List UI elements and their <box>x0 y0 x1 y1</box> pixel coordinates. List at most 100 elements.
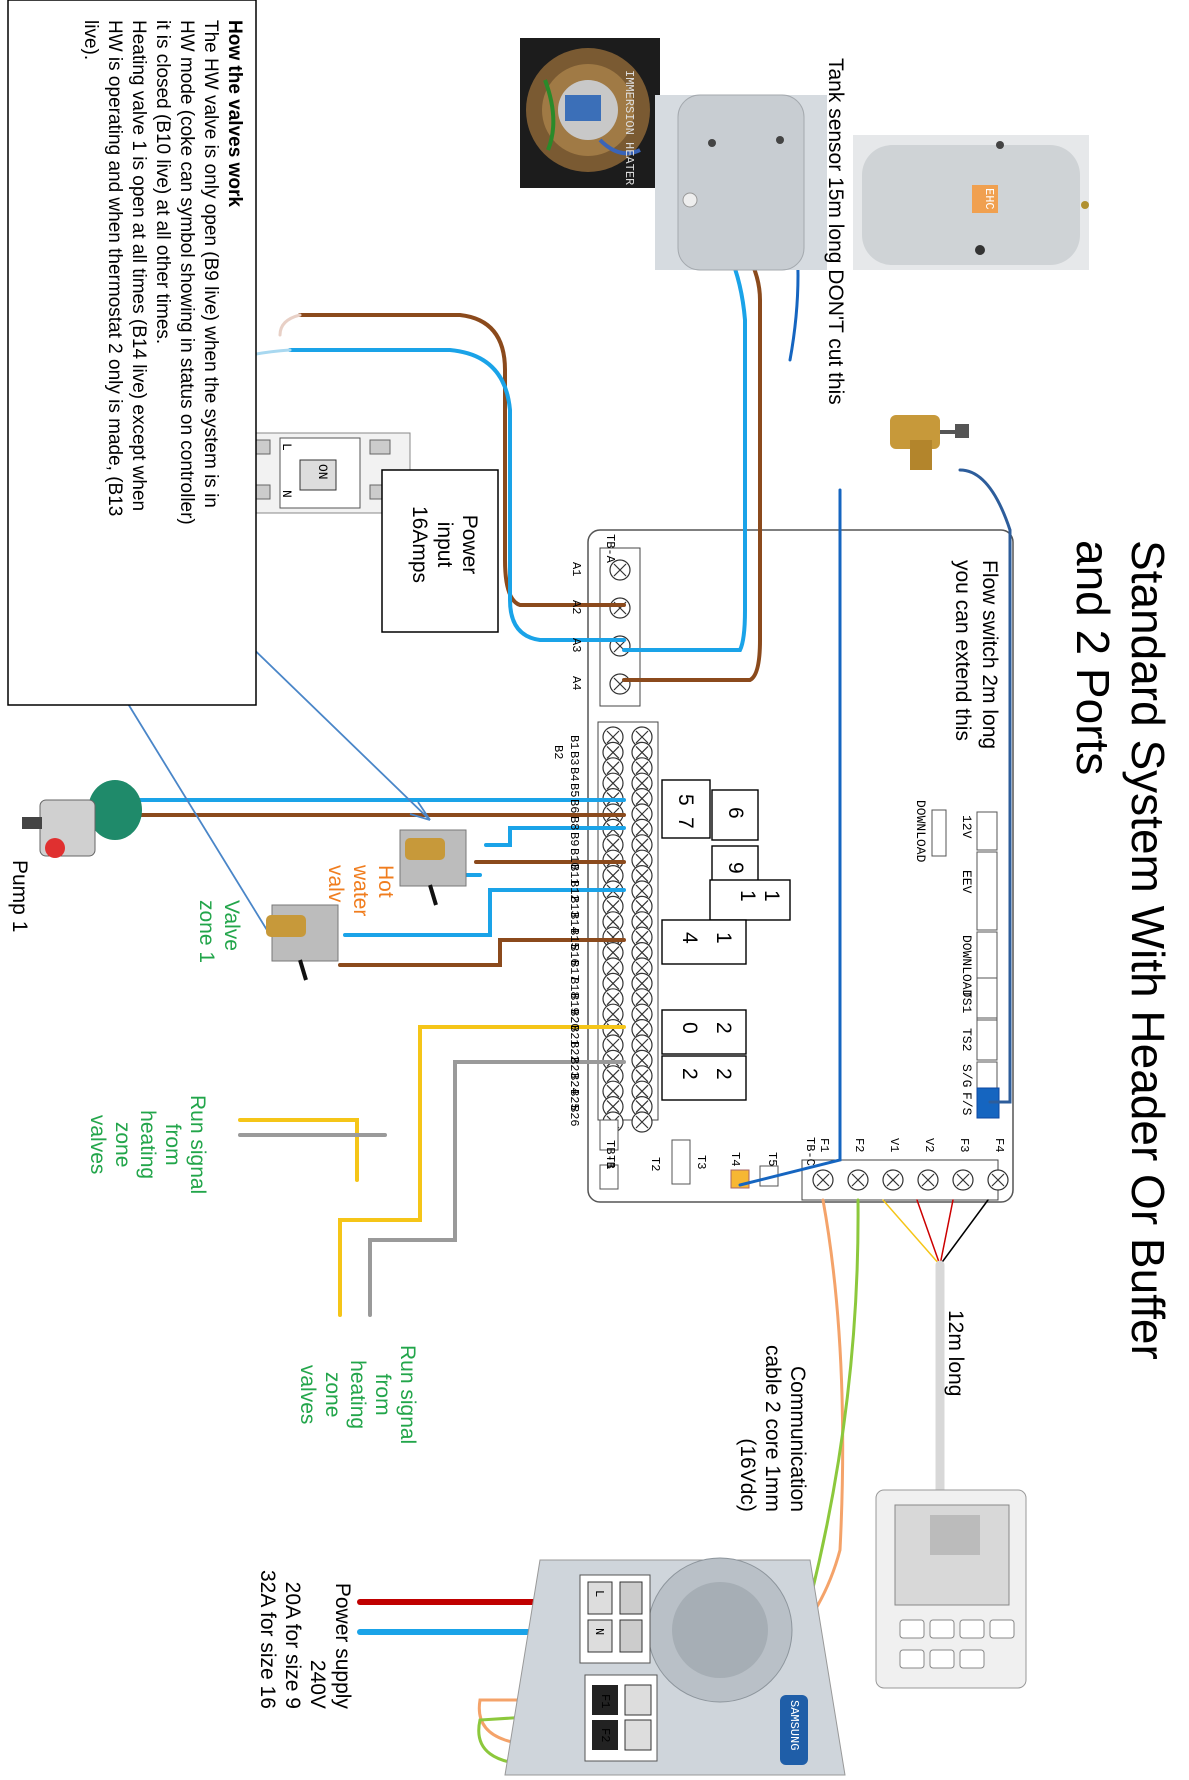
num-box-11b: 1 <box>736 890 759 902</box>
t5-label: T5 <box>765 1152 779 1167</box>
breaker-photo <box>234 432 411 514</box>
header-12v-label: 12V <box>959 815 974 839</box>
flow-switch-label-1: Flow switch 2m long <box>978 560 1001 750</box>
power-input-box <box>381 469 499 633</box>
pump-1-label: Pump 1 <box>8 860 31 933</box>
power-supply-label: Power supply 240V 20A for size 9 32A for… <box>256 1570 354 1709</box>
tb-c-label: TB-C <box>803 1137 817 1166</box>
flow-switch-label-2: you can extend this <box>951 560 974 741</box>
terminal-label-b6: B6 <box>567 799 581 814</box>
terminal-label-b9: B9 <box>567 831 581 846</box>
zone-valve-photo <box>266 904 339 981</box>
num-box-20b: 0 <box>678 1022 701 1034</box>
tb-a-label: TB-A <box>603 534 617 563</box>
flow-switch-photo <box>890 415 969 470</box>
wire-zone-brown <box>338 938 626 967</box>
breaker-l-label: L <box>279 443 294 451</box>
notes-heading: How the valves work <box>224 20 245 207</box>
tb-b-terminal-block <box>597 721 659 1133</box>
header-ts1-label: TS1 <box>959 990 974 1014</box>
outdoor-brand: SAMSUNG <box>787 1700 801 1751</box>
tank-sensor-label: Tank sensor 15m long DON'T cut this <box>824 58 847 405</box>
notes-line-6: live). <box>80 20 101 61</box>
num-box-6: 6 <box>724 807 747 819</box>
terminal-label-f1: F1 <box>817 1138 831 1153</box>
outdoor-n-label: N <box>592 1628 606 1636</box>
breaker-on-label: ON <box>315 464 330 480</box>
connector-headers <box>931 809 1000 1119</box>
num-box-22a: 2 <box>712 1068 735 1080</box>
cylinder-photo <box>853 135 1089 270</box>
terminal-label-v2: V2 <box>922 1138 936 1153</box>
terminal-label-f3: F3 <box>957 1138 971 1153</box>
outdoor-l-label: L <box>592 1590 606 1598</box>
terminal-label-b3: B3 <box>567 751 581 766</box>
hot-water-valve-label: Hot water valv <box>324 865 397 917</box>
header-download-label: DOWNLOAD <box>959 935 974 998</box>
small-download-label: DOWNLOAD <box>913 800 928 863</box>
wire-run-yellow <box>338 1025 626 1317</box>
wire-run-grey <box>368 1060 626 1317</box>
header-fs-label: F/S <box>959 1092 974 1116</box>
terminal-label-b8: B8 <box>567 815 581 830</box>
remote-cable-label: 12m long <box>944 1310 967 1397</box>
terminal-label-b1: B1 <box>567 735 581 750</box>
pump-photo <box>22 780 142 858</box>
valve-zone-1-label: Valve zone 1 <box>195 900 243 964</box>
run-signal-label-2: Run signal from heating zone valves <box>296 1345 419 1445</box>
terminal-label-a3: A3 <box>569 638 583 653</box>
wire-zone-blue <box>343 888 626 937</box>
num-box-9: 9 <box>724 862 747 874</box>
header-ts2-label: TS2 <box>959 1028 974 1052</box>
notes-line-1: The HW valve is only open (B9 live) when… <box>200 20 221 508</box>
page-subtitle: and 2 Ports <box>1067 540 1119 776</box>
immersion-text: IMMERSION HEATER <box>622 70 636 186</box>
notes-line-5: HW is operating and when thermostat 2 on… <box>104 20 125 517</box>
header-eev-label: EEV <box>959 870 974 894</box>
breaker-n-label: N <box>279 490 294 498</box>
num-box-14b: 4 <box>678 932 701 944</box>
immersion-heater-photo <box>520 38 660 188</box>
terminal-label-b26: B26 <box>567 1105 581 1127</box>
hw-valve-photo <box>399 829 467 906</box>
wire-blue-a2 <box>288 348 626 642</box>
terminal-label-a1: A1 <box>569 562 583 577</box>
num-box-5: 5 <box>674 794 697 806</box>
terminal-label-a4: A4 <box>569 676 583 691</box>
terminal-label-b4: B4 <box>567 767 581 782</box>
wire-brown-a1 <box>298 313 626 607</box>
terminal-label-f2: F2 <box>852 1138 866 1153</box>
num-box-7: 7 <box>674 817 697 829</box>
tank-badge: EHC <box>982 188 996 210</box>
run-signal-label-1: Run signal from heating zone valves <box>86 1095 209 1195</box>
header-sg-label: S/G <box>959 1064 974 1088</box>
wire-hw-blue <box>484 826 626 847</box>
num-box-14a: 1 <box>712 932 735 944</box>
num-box-11a: 1 <box>760 890 783 902</box>
terminal-label-f4: F4 <box>992 1138 1006 1153</box>
notes-line-4: Heating valve 1 is open at all times (B1… <box>128 20 149 512</box>
terminal-label-b2: B2 <box>551 745 565 760</box>
t2-label: T2 <box>648 1157 662 1172</box>
num-box-22b: 2 <box>678 1068 701 1080</box>
outdoor-f2-label: F2 <box>598 1728 612 1743</box>
num-box-20a: 2 <box>712 1022 735 1034</box>
terminal-number-boxes <box>661 779 791 1101</box>
power-input-label: Power input 16Amps <box>408 506 481 584</box>
cylinder-sensor-photo <box>655 94 827 271</box>
notes-box <box>7 0 257 706</box>
t-connectors <box>599 1119 779 1190</box>
terminal-label-b5: B5 <box>567 783 581 798</box>
outdoor-unit-photo <box>504 1557 846 1776</box>
terminal-label-v1: V1 <box>887 1138 901 1153</box>
tb-a-terminal-block <box>599 547 641 707</box>
comm-cable-label: Communication cable 2 core 1mm (16Vdc) <box>736 1345 809 1512</box>
remote-controller-photo <box>875 1489 1027 1689</box>
notes-line-2: HW mode (coke can symbol showing in stat… <box>176 20 197 525</box>
outdoor-f1-label: F1 <box>598 1694 612 1709</box>
t1-label: T1 <box>603 1155 617 1170</box>
wire-tank-sensor <box>738 488 842 1187</box>
tb-c-terminal-block <box>801 1159 1009 1201</box>
